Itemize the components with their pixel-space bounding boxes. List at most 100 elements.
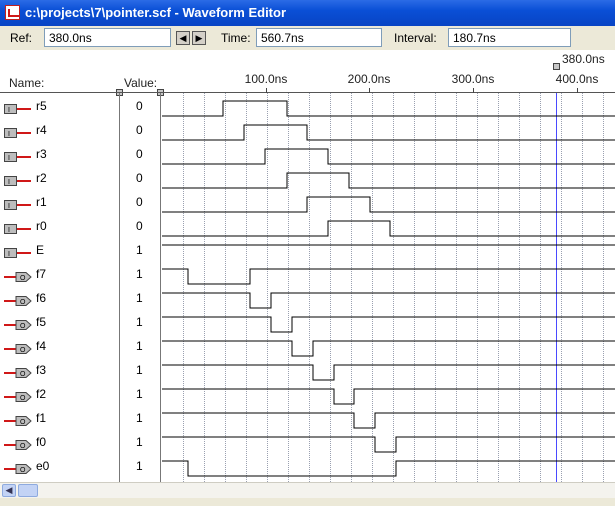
svg-text:I: I (8, 155, 10, 162)
output-pin-icon: O (4, 365, 32, 378)
tick-label-400ns: 400.0ns (555, 72, 599, 86)
signal-name: r3 (36, 147, 47, 161)
grid-line (372, 93, 373, 482)
svg-text:I: I (8, 203, 10, 210)
output-pin-icon: O (4, 461, 32, 474)
grid-line (309, 93, 310, 482)
signal-name: f1 (36, 411, 47, 425)
input-pin-icon: I (4, 149, 32, 162)
tick-label-300ns: 300.0ns (451, 72, 495, 86)
svg-text:O: O (20, 467, 26, 474)
input-pin-icon: I (4, 101, 32, 114)
arrow-left-icon[interactable]: ◀ (176, 31, 190, 45)
grid-line (561, 93, 562, 482)
scrollbar-thumb[interactable] (18, 484, 38, 497)
grid-line (246, 93, 247, 482)
signal-value: 1 (136, 243, 143, 257)
signal-value: 1 (136, 315, 143, 329)
arrow-right-icon[interactable]: ▶ (192, 31, 206, 45)
waveform-app-icon[interactable] (5, 5, 20, 20)
grid-line (582, 93, 583, 482)
interval-label: Interval: (394, 31, 437, 45)
status-strip (0, 498, 615, 506)
signal-value: 0 (136, 123, 143, 137)
signal-name: f4 (36, 339, 47, 353)
header-divider (0, 92, 615, 93)
grid-line (225, 93, 226, 482)
horizontal-scrollbar[interactable]: ◀ (0, 482, 615, 498)
svg-text:O: O (20, 419, 26, 426)
grid-line (477, 93, 478, 482)
grid-line (330, 93, 331, 482)
signal-name: f5 (36, 315, 47, 329)
input-pin-icon: I (4, 197, 32, 210)
tick-mark (266, 88, 267, 93)
svg-text:O: O (20, 275, 26, 282)
grid-line (498, 93, 499, 482)
signal-value: 1 (136, 387, 143, 401)
input-pin-icon: I (4, 125, 32, 138)
grid-line (519, 93, 520, 482)
svg-text:I: I (8, 227, 10, 234)
output-pin-icon: O (4, 437, 32, 450)
svg-text:O: O (20, 395, 26, 402)
time-label: Time: (221, 31, 251, 45)
svg-text:O: O (20, 443, 26, 450)
title-bar[interactable]: c:\projects\7\pointer.scf - Waveform Edi… (0, 0, 615, 26)
signal-value: 0 (136, 171, 143, 185)
signal-name: f6 (36, 291, 47, 305)
grid-line (351, 93, 352, 482)
signal-value: 1 (136, 339, 143, 353)
signal-name: e0 (36, 459, 50, 473)
scroll-left-arrow-icon[interactable]: ◀ (2, 484, 16, 497)
signal-value: 0 (136, 219, 143, 233)
grid-line (456, 93, 457, 482)
input-pin-icon: I (4, 245, 32, 258)
output-pin-icon: O (4, 269, 32, 282)
svg-text:O: O (20, 323, 26, 330)
time-toolbar: Ref: 380.0ns ◀ ▶ Time: 560.7ns Interval:… (0, 26, 615, 50)
tick-label-200ns: 200.0ns (347, 72, 391, 86)
signal-value: 1 (136, 291, 143, 305)
grid-line (540, 93, 541, 482)
signal-name: E (36, 243, 45, 257)
window-title: c:\projects\7\pointer.scf - Waveform Edi… (25, 5, 287, 20)
value-column-header: Value: (124, 76, 158, 90)
grid-line (435, 93, 436, 482)
input-pin-icon: I (4, 221, 32, 234)
svg-text:I: I (8, 179, 10, 186)
cursor-handle[interactable] (553, 63, 560, 70)
interval-field[interactable]: 180.7ns (448, 28, 571, 47)
signal-value: 1 (136, 411, 143, 425)
time-cursor-line[interactable] (556, 93, 557, 482)
signal-value: 1 (136, 267, 143, 281)
ref-time-field[interactable]: 380.0ns (44, 28, 171, 47)
signal-value: 1 (136, 363, 143, 377)
output-pin-icon: O (4, 389, 32, 402)
tick-mark (369, 88, 370, 93)
output-pin-icon: O (4, 317, 32, 330)
time-field[interactable]: 560.7ns (256, 28, 382, 47)
output-pin-icon: O (4, 341, 32, 354)
tick-label-100ns: 100.0ns (244, 72, 288, 86)
name-column-header: Name: (9, 76, 45, 90)
signal-value: 1 (136, 435, 143, 449)
svg-text:I: I (8, 107, 10, 114)
